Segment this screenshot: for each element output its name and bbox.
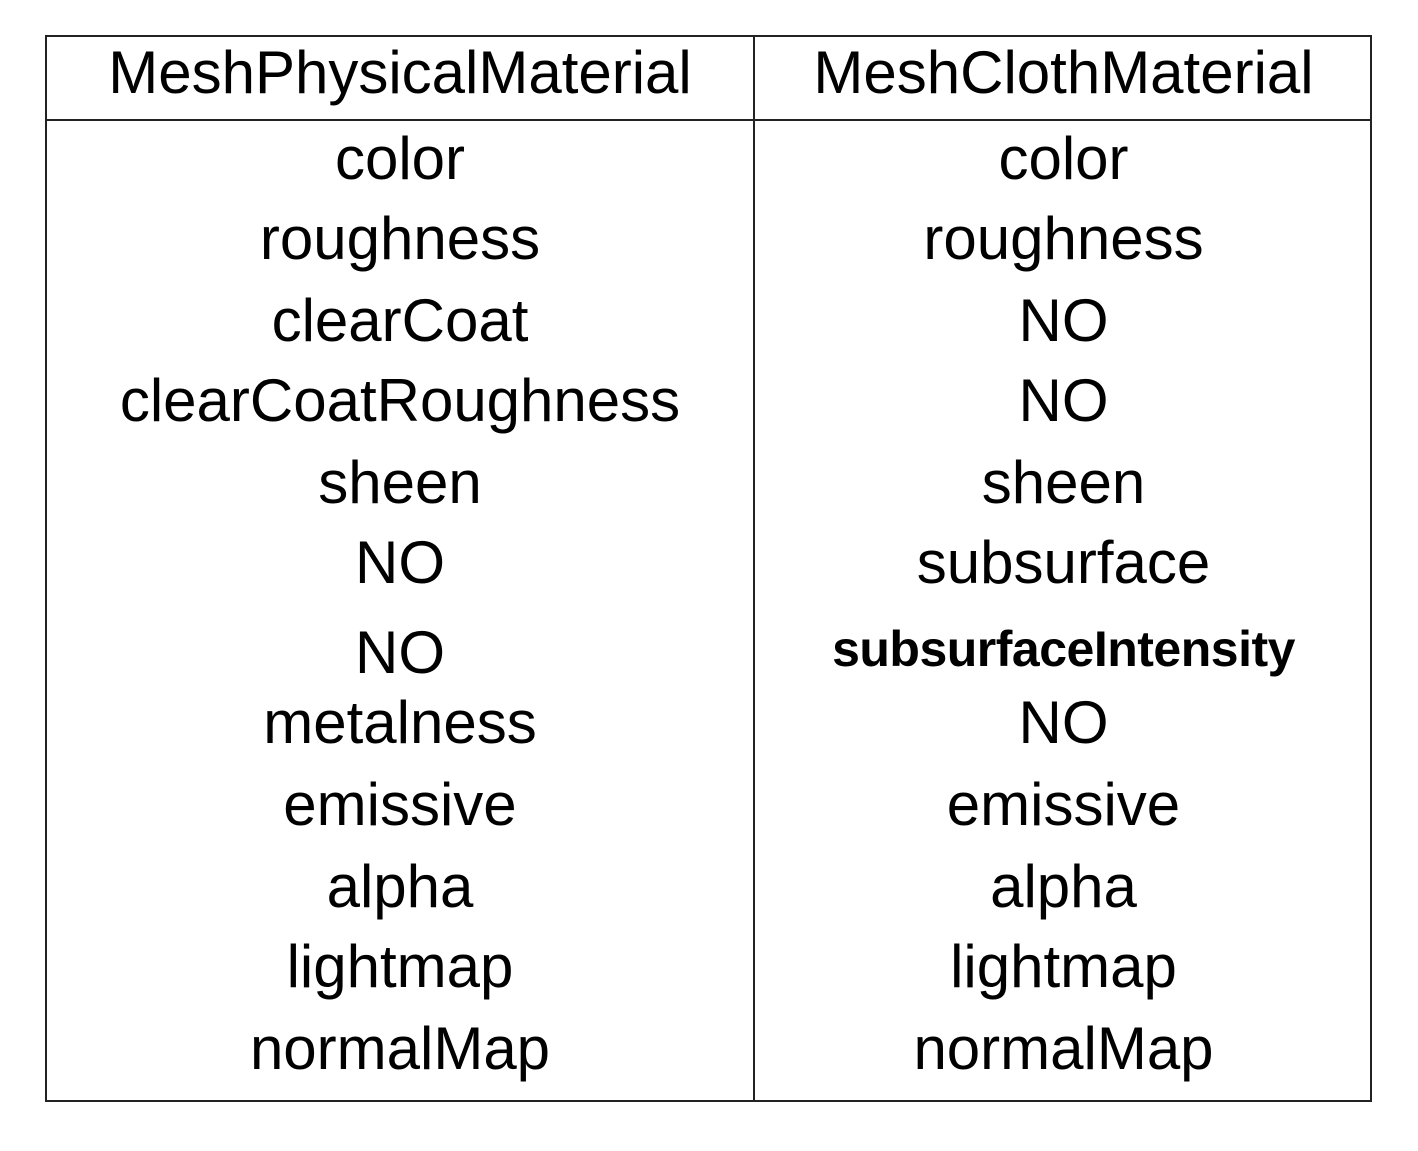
table-cell: NO [355, 529, 445, 596]
table-cell: color [334, 125, 466, 192]
table-cell: NO [1018, 367, 1109, 434]
table-cell: NO [1018, 689, 1109, 756]
table-cell: subsurface [916, 529, 1211, 596]
table-cell: lightmap [286, 933, 514, 1000]
table-cell: normalMap [913, 1015, 1214, 1082]
header-divider [47, 119, 1370, 121]
column-divider [753, 37, 755, 1100]
table-cell: lightmap [950, 933, 1177, 1000]
header-cloth-material: MeshClothMaterial [813, 39, 1314, 106]
table-cell: sheen [318, 449, 482, 516]
comparison-table: MeshPhysicalMaterial MeshClothMaterial c… [45, 35, 1372, 1102]
table-cell: alpha [990, 853, 1137, 920]
table-cell: roughness [923, 205, 1204, 272]
table-cell: NO [355, 619, 445, 686]
table-cell: emissive [283, 771, 517, 838]
table-cell: subsurfaceIntensity [832, 621, 1295, 677]
table-cell: clearCoat [271, 287, 529, 354]
table-cell: alpha [326, 853, 474, 920]
table-cell: sheen [981, 449, 1146, 516]
header-physical-material: MeshPhysicalMaterial [108, 39, 692, 106]
table-cell: color [998, 125, 1129, 192]
table-cell: normalMap [249, 1015, 551, 1082]
table-cell: emissive [946, 771, 1181, 838]
table-cell: clearCoatRoughness [119, 367, 681, 434]
table-cell: roughness [259, 205, 541, 272]
table-cell: NO [1018, 287, 1109, 354]
table-cell: metalness [263, 689, 537, 756]
